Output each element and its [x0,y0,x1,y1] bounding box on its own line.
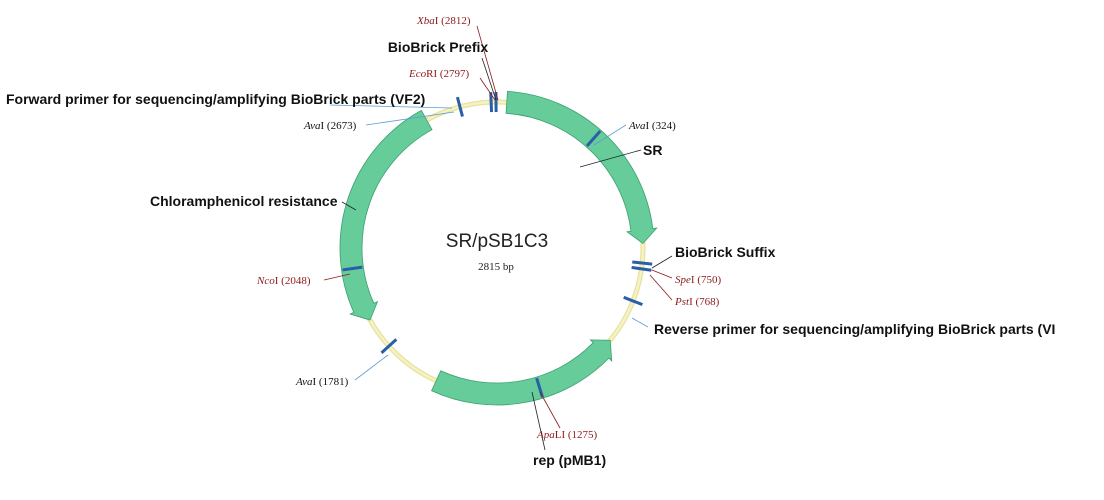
site-label-psti: PstI (768) [674,296,720,308]
site-name: Ava [628,120,646,132]
site-suffix: I [321,120,325,132]
leader-ecori [479,77,496,101]
label-chloramphenicol: Chloramphenicol resistance [150,193,338,209]
site-suffix: I [689,296,693,308]
site-close: ) [717,274,721,286]
site-label-xbai: XbaI (2812) [416,15,471,27]
leader-rep [531,391,546,451]
site-tick-vr [623,295,643,306]
leader-avai-324 [593,124,627,146]
site-suffix: I [275,275,279,287]
leader-biobrick-prefix [481,57,497,101]
site-position: 768 [699,296,716,308]
leader-biobrick-suffix [651,255,673,269]
site-open: ( [693,296,700,308]
feature-arrow-sr [505,90,658,245]
site-close: ) [467,15,471,27]
site-position: 2797 [444,68,467,80]
label-vf2: Forward primer for sequencing/amplifying… [6,91,425,107]
site-name: Ava [295,376,313,388]
site-name: Apa [536,429,555,441]
site-close: ) [345,376,349,388]
leader-vf2 [329,104,453,109]
site-suffix: LI [555,429,566,441]
site-label-ncoi: NcoI (2048) [256,275,311,287]
site-position: 2048 [285,275,308,287]
site-name: Nco [256,275,275,287]
site-label-avai-324: AvaI (324) [628,120,676,132]
site-label-ecori: EcoRI (2797) [408,68,470,80]
site-open: ( [437,68,444,80]
label-biobrick-suffix: BioBrick Suffix [675,244,776,260]
site-name: Eco [408,68,427,80]
site-name: Ava [303,120,321,132]
site-tick-avai-1781 [380,338,398,354]
site-suffix: RI [426,68,437,80]
site-close: ) [353,120,357,132]
site-label-avai-2673: AvaI (2673) [303,120,357,132]
site-close: ) [307,275,311,287]
site-open: ( [438,15,445,27]
site-close: ) [672,120,676,132]
site-label-spei: SpeI (750) [675,274,721,286]
site-open: ( [316,376,323,388]
leader-chloramphenicol [341,201,357,211]
plasmid-length: 2815 bp [478,261,514,273]
site-suffix: I [313,376,317,388]
label-sr: SR [643,142,662,158]
label-rep: rep (pMB1) [533,452,606,468]
site-name: Spe [675,274,691,286]
site-position: 2812 [445,15,467,27]
site-open: ( [695,274,702,286]
site-label-apali: ApaLI (1275) [536,429,598,441]
site-tick-ecori [489,92,494,113]
label-biobrick-prefix: BioBrick Prefix [388,39,489,55]
site-close: ) [466,68,470,80]
site-position: 1275 [572,429,595,441]
site-close: ) [716,296,720,308]
site-open: ( [649,120,656,132]
leader-vr [631,317,649,328]
leader-psti [649,274,673,301]
site-position: 324 [656,120,673,132]
leader-spei [651,269,673,279]
site-label-avai-1781: AvaI (1781) [295,376,349,388]
leader-sr [579,149,642,168]
leader-avai-2673 [365,111,455,126]
feature-arrow-rep [431,339,613,406]
site-close: ) [594,429,598,441]
site-tick-ncoi [342,265,363,272]
plasmid-name: SR/pSB1C3 [446,231,548,252]
site-tick-vf2 [455,96,464,117]
site-suffix: I [691,274,695,286]
label-vr: Reverse primer for sequencing/amplifying… [654,321,1055,337]
leader-ncoi [323,273,351,281]
site-name: Xba [416,15,435,27]
site-suffix: I [646,120,650,132]
site-name: Pst [674,296,690,308]
site-tick-avai-324 [585,130,602,148]
site-tick-psti [631,265,652,272]
site-open: ( [278,275,285,287]
leader-apali [539,391,561,429]
site-open: ( [324,120,331,132]
feature-arrow-cmr [339,109,433,321]
leader-xbai [476,25,499,101]
site-position: 2673 [331,120,354,132]
leader-avai-1781 [354,354,389,381]
site-open: ( [565,429,572,441]
site-position: 750 [701,274,718,286]
site-tick-spei [632,260,653,266]
site-position: 1781 [323,376,345,388]
site-suffix: I [435,15,439,27]
